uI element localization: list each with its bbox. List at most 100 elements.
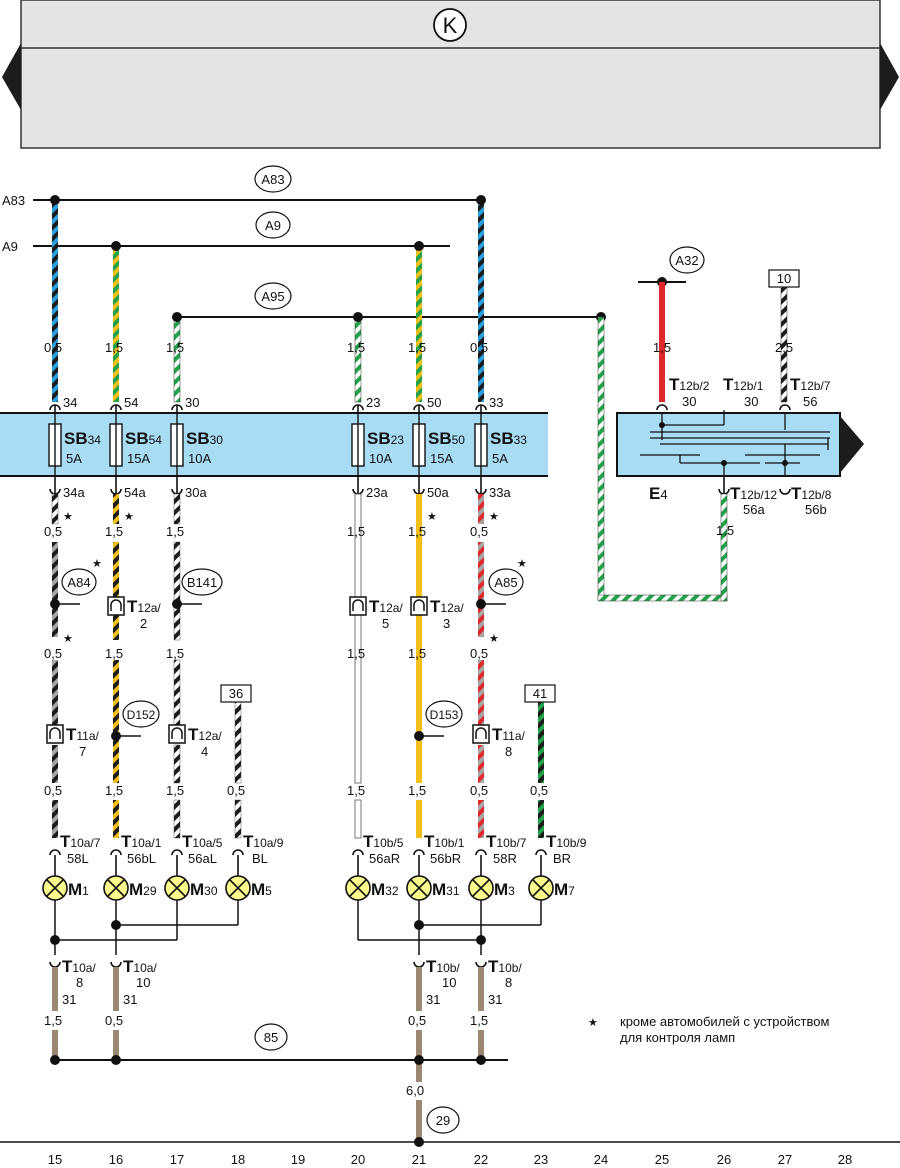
svg-text:1,5: 1,5 bbox=[347, 646, 365, 661]
lamp-m3-icon bbox=[468, 875, 494, 901]
svg-text:5A: 5A bbox=[66, 451, 82, 466]
svg-text:B141: B141 bbox=[187, 575, 217, 590]
svg-text:58R: 58R bbox=[493, 851, 517, 866]
svg-text:M32: M32 bbox=[371, 880, 399, 899]
svg-text:20: 20 bbox=[351, 1152, 365, 1167]
svg-text:10: 10 bbox=[136, 975, 150, 990]
lamp-ground-collectors bbox=[54, 900, 542, 955]
svg-text:T10a/1: T10a/1 bbox=[121, 832, 162, 851]
fuse-in-labels: 34 54 30 23 50 33 bbox=[63, 395, 503, 410]
svg-text:1,5: 1,5 bbox=[166, 646, 184, 661]
svg-text:0,5: 0,5 bbox=[470, 646, 488, 661]
svg-text:T12b/8: T12b/8 bbox=[791, 484, 832, 503]
svg-text:56b: 56b bbox=[805, 502, 827, 517]
svg-text:21: 21 bbox=[412, 1152, 426, 1167]
bus-a95-circle: A95 bbox=[254, 282, 292, 310]
svg-text:1,5: 1,5 bbox=[44, 1013, 62, 1028]
svg-text:T10b/1: T10b/1 bbox=[424, 832, 465, 851]
svg-text:50: 50 bbox=[427, 395, 441, 410]
wire-sizes-middle: 0,5 1,5 1,5 1,5 1,5 0,5 0,5 1,5 1,5 1,5 … bbox=[44, 524, 548, 798]
svg-text:★: ★ bbox=[588, 1016, 598, 1029]
svg-text:T10a/9: T10a/9 bbox=[243, 832, 284, 851]
lamp-m30-icon bbox=[164, 875, 190, 901]
svg-text:2: 2 bbox=[140, 616, 147, 631]
wire-sizes-top: 0,5 1,5 1,5 1,5 1,5 0,5 bbox=[44, 340, 488, 355]
header-symbol: K bbox=[443, 13, 458, 38]
svg-text:T10a/7: T10a/7 bbox=[60, 832, 101, 851]
svg-text:1,5: 1,5 bbox=[347, 340, 365, 355]
footnote: ★ кроме автомобилей с устройством для ко… bbox=[588, 1014, 829, 1045]
svg-text:7: 7 bbox=[79, 744, 86, 759]
svg-text:SB54: SB54 bbox=[125, 429, 162, 448]
svg-text:17: 17 bbox=[170, 1152, 184, 1167]
svg-text:T12b/12: T12b/12 bbox=[730, 484, 777, 503]
svg-text:M1: M1 bbox=[68, 880, 89, 899]
svg-text:M30: M30 bbox=[190, 880, 218, 899]
svg-text:0,5: 0,5 bbox=[105, 1013, 123, 1028]
svg-text:SB34: SB34 bbox=[64, 429, 101, 448]
svg-text:T10a/: T10a/ bbox=[62, 957, 96, 976]
splice-b141: B141 bbox=[172, 568, 223, 609]
ground-connector-labels: T10a/ 8 31 T10a/ 10 31 T10b/ 10 31 T10b/… bbox=[62, 957, 522, 1007]
svg-text:A85: A85 bbox=[494, 575, 517, 590]
svg-text:1,5: 1,5 bbox=[347, 783, 365, 798]
fuse-sb50: SB50 15A bbox=[428, 429, 465, 466]
svg-text:10A: 10A bbox=[188, 451, 211, 466]
svg-text:1,5: 1,5 bbox=[166, 524, 184, 539]
svg-text:T10a/5: T10a/5 bbox=[182, 832, 223, 851]
lamp-m5-icon bbox=[225, 875, 251, 901]
svg-text:★: ★ bbox=[124, 510, 134, 523]
svg-text:T12a/: T12a/ bbox=[188, 725, 222, 744]
svg-text:T10a/: T10a/ bbox=[123, 957, 157, 976]
svg-text:15: 15 bbox=[48, 1152, 62, 1167]
svg-text:0,5: 0,5 bbox=[470, 524, 488, 539]
svg-text:10A: 10A bbox=[369, 451, 392, 466]
term10-feed: 10 2,5 bbox=[768, 269, 800, 403]
lamp-m32-icon bbox=[345, 875, 371, 901]
svg-text:56aR: 56aR bbox=[369, 851, 400, 866]
bus-a9-circle: A9 bbox=[255, 211, 291, 239]
svg-text:36: 36 bbox=[229, 686, 243, 701]
svg-text:22: 22 bbox=[474, 1152, 488, 1167]
svg-text:1,5: 1,5 bbox=[105, 783, 123, 798]
inline-connector-labels: T12a/ 2 T12a/ 5 T12a/ 3 T11a/ 7 T12a/ 4 … bbox=[66, 597, 526, 759]
svg-text:33: 33 bbox=[489, 395, 503, 410]
svg-text:★: ★ bbox=[63, 632, 73, 645]
svg-text:A84: A84 bbox=[67, 575, 90, 590]
svg-text:54a: 54a bbox=[124, 485, 146, 500]
a32-feed: A32 1,5 bbox=[638, 246, 705, 402]
svg-text:26: 26 bbox=[717, 1152, 731, 1167]
svg-text:кроме автомобилей с устройство: кроме автомобилей с устройством bbox=[620, 1014, 829, 1029]
svg-text:19: 19 bbox=[291, 1152, 305, 1167]
svg-text:30: 30 bbox=[682, 394, 696, 409]
svg-text:1,5: 1,5 bbox=[653, 340, 671, 355]
svg-text:1,5: 1,5 bbox=[347, 524, 365, 539]
svg-text:8: 8 bbox=[76, 975, 83, 990]
svg-text:30: 30 bbox=[744, 394, 758, 409]
svg-text:15A: 15A bbox=[430, 451, 453, 466]
svg-text:A83: A83 bbox=[261, 172, 284, 187]
svg-text:T10b/5: T10b/5 bbox=[363, 832, 404, 851]
fuse-input-pins bbox=[49, 404, 487, 413]
svg-text:23a: 23a bbox=[366, 485, 388, 500]
svg-text:34: 34 bbox=[63, 395, 77, 410]
svg-text:28: 28 bbox=[838, 1152, 852, 1167]
splice-a84: A84 bbox=[50, 568, 97, 609]
ground-junctions bbox=[50, 920, 486, 945]
inline-connectors bbox=[46, 596, 490, 744]
svg-text:1,5: 1,5 bbox=[408, 646, 426, 661]
lamp-m7-icon bbox=[528, 875, 554, 901]
svg-text:0,5: 0,5 bbox=[530, 783, 548, 798]
svg-text:M5: M5 bbox=[251, 880, 272, 899]
svg-text:56bL: 56bL bbox=[127, 851, 156, 866]
wires-lower bbox=[51, 493, 544, 839]
svg-text:34a: 34a bbox=[63, 485, 85, 500]
lamp-connector-labels: T10a/7 58L T10a/1 56bL T10a/5 56aL T10a/… bbox=[60, 832, 587, 866]
svg-text:33a: 33a bbox=[489, 485, 511, 500]
lamp-connector-arcs bbox=[49, 849, 547, 876]
svg-text:31: 31 bbox=[62, 992, 76, 1007]
svg-text:SB50: SB50 bbox=[428, 429, 465, 448]
